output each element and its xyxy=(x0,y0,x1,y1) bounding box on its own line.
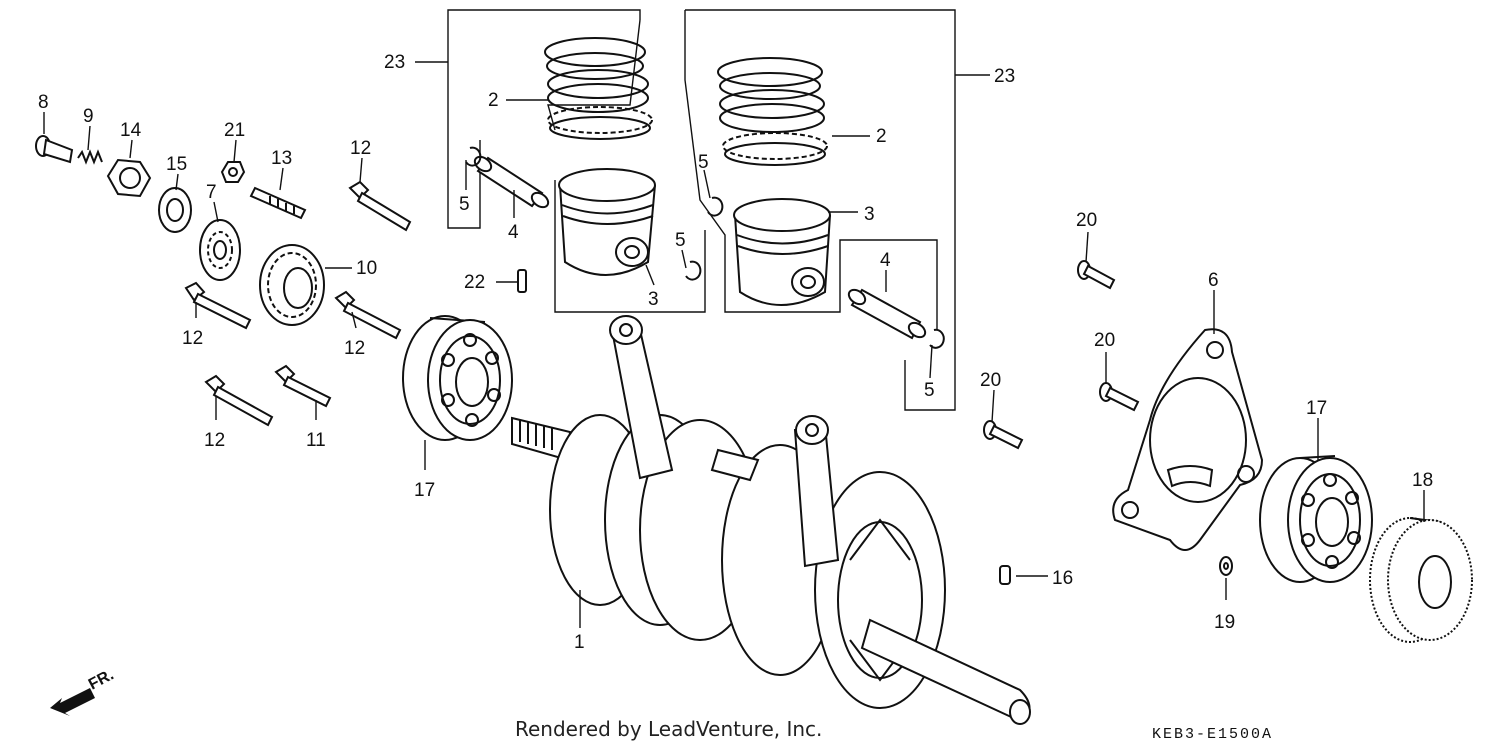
render-credit: Rendered by LeadVenture, Inc. xyxy=(515,717,822,741)
dowel-pin-22 xyxy=(517,269,527,293)
callout-20-top: 20 xyxy=(1076,210,1097,231)
piston-rings-right xyxy=(717,57,828,166)
callout-5-left-bottom: 5 xyxy=(675,230,686,251)
callout-7: 7 xyxy=(206,182,217,203)
piston-left xyxy=(558,168,656,276)
bolt-12-mid-right xyxy=(334,290,402,340)
piston-kit-group-right xyxy=(684,9,990,411)
bearing-17-right xyxy=(1259,455,1373,583)
callout-5-right: 5 xyxy=(924,380,935,401)
callout-labels: 8 9 14 15 21 13 7 12 10 12 12 12 11 17 2… xyxy=(38,52,1433,653)
callout-3-left: 3 xyxy=(648,289,659,310)
callout-19: 19 xyxy=(1214,612,1235,633)
callout-4-right: 4 xyxy=(880,250,891,271)
circlip-3 xyxy=(707,196,724,217)
callout-17-left: 17 xyxy=(414,480,435,501)
plate-6 xyxy=(1112,328,1264,551)
screw-20-low xyxy=(983,420,1024,450)
callout-22: 22 xyxy=(464,272,485,293)
callout-20-low: 20 xyxy=(980,370,1001,391)
callout-23-left: 23 xyxy=(384,52,405,73)
oil-seal-18 xyxy=(1369,517,1473,643)
callout-10: 10 xyxy=(356,258,377,279)
callout-6: 6 xyxy=(1208,270,1219,291)
callout-4-left: 4 xyxy=(508,222,519,243)
piston-right xyxy=(733,198,831,306)
callout-18: 18 xyxy=(1412,470,1433,491)
nut-14 xyxy=(106,158,152,198)
callout-13: 13 xyxy=(271,148,292,169)
callout-17-right: 17 xyxy=(1306,398,1327,419)
screw-20-mid xyxy=(1099,382,1140,412)
callout-5-left-top: 5 xyxy=(459,194,470,215)
callout-11: 11 xyxy=(306,430,326,451)
callout-2-left: 2 xyxy=(488,90,499,111)
callout-2-right: 2 xyxy=(876,126,887,147)
piston-pin-left xyxy=(473,155,550,209)
nut-21 xyxy=(220,161,246,183)
callout-14: 14 xyxy=(120,120,142,141)
crankshaft xyxy=(511,315,1031,725)
bolt-12-mid-left xyxy=(184,281,252,330)
callout-8: 8 xyxy=(38,92,49,113)
washer-19 xyxy=(1219,556,1233,576)
piston-pin-right xyxy=(847,288,927,340)
front-direction-arrow-icon: FR. xyxy=(50,666,117,716)
callout-12-top: 12 xyxy=(350,138,371,159)
callout-12-mid-left: 12 xyxy=(182,328,203,349)
callout-12-mid-right: 12 xyxy=(344,338,365,359)
bolt-8 xyxy=(35,135,74,164)
bolt-12-low xyxy=(204,374,274,427)
callout-16: 16 xyxy=(1052,568,1073,589)
piston-kit-group-left xyxy=(415,9,706,313)
piston-rings-left xyxy=(544,37,653,140)
dowel-pin-16 xyxy=(999,565,1011,585)
leader-lines xyxy=(43,99,1425,628)
stud-13 xyxy=(249,186,307,220)
gear-7 xyxy=(199,219,241,281)
bolt-12-top xyxy=(348,180,412,232)
callout-23-right: 23 xyxy=(994,66,1015,87)
circlip-1 xyxy=(465,146,482,167)
gear-10 xyxy=(259,244,325,326)
callout-1: 1 xyxy=(574,632,585,653)
callout-9: 9 xyxy=(83,106,94,127)
washer-15 xyxy=(158,187,192,233)
circlip-2 xyxy=(685,260,702,281)
callout-15: 15 xyxy=(166,154,187,175)
bolt-11 xyxy=(274,364,332,408)
diagram-code: KEB3-E1500A xyxy=(1152,726,1273,743)
spring-9 xyxy=(77,149,103,165)
bearing-17-left xyxy=(402,315,513,441)
callout-12-low: 12 xyxy=(204,430,225,451)
callout-21: 21 xyxy=(224,120,245,141)
screw-20-top xyxy=(1077,260,1116,290)
callout-5-mid: 5 xyxy=(698,152,709,173)
callout-3-mid: 3 xyxy=(864,204,875,225)
circlip-4 xyxy=(929,328,945,349)
callout-20-mid: 20 xyxy=(1094,330,1115,351)
